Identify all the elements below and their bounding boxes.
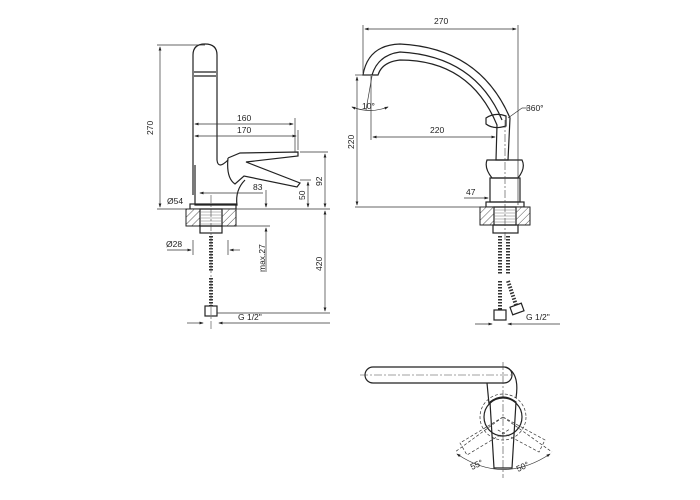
dim-lever-height-50: 50 [297, 190, 307, 200]
side-body [194, 165, 246, 206]
dim-hose-length-420: 420 [314, 257, 324, 271]
dim-base-diameter: Ø54 [167, 196, 183, 206]
angle-left-55: 55° [469, 457, 485, 471]
dim-max-thickness: max.27 [257, 244, 267, 272]
dim-rotation-360: 360° [526, 103, 544, 113]
side-lever [227, 151, 301, 188]
front-spout [362, 43, 511, 161]
dim-body-width-47: 47 [466, 187, 476, 197]
angle-right-50: 50° [515, 459, 531, 473]
dim-lever-height-92: 92 [314, 176, 324, 186]
front-countertop-section-right [515, 206, 531, 226]
dim-side-thread: G 1/2" [238, 312, 262, 322]
side-spout [192, 43, 229, 195]
dim-spout-reach-220: 220 [430, 125, 444, 135]
top-lever-swing-left [454, 416, 511, 456]
dim-lever-reach-170: 170 [237, 125, 251, 135]
front-view: 270 220 220 10° 360° 47 G 1/2" [346, 16, 560, 326]
dim-lever-reach-160: 160 [237, 113, 251, 123]
side-countertop-section-right [221, 208, 237, 227]
dim-spout-angle: 10° [362, 101, 375, 111]
front-countertop-section-left [479, 206, 495, 226]
top-lever-swing-right [495, 416, 553, 453]
top-view: 55° 50° [360, 362, 553, 478]
dim-side-height-270: 270 [145, 121, 155, 135]
dim-front-width-270: 270 [434, 16, 448, 26]
side-countertop-section-left [185, 208, 201, 227]
top-body [483, 397, 523, 437]
dim-lever-offset-83: 83 [253, 182, 263, 192]
side-view: 270 160 170 92 50 83 Ø54 Ø28 max.27 420 … [145, 43, 330, 330]
dim-front-thread: G 1/2" [526, 312, 550, 322]
dim-spout-height-220: 220 [346, 135, 356, 149]
dim-shank-diameter: Ø28 [166, 239, 182, 249]
